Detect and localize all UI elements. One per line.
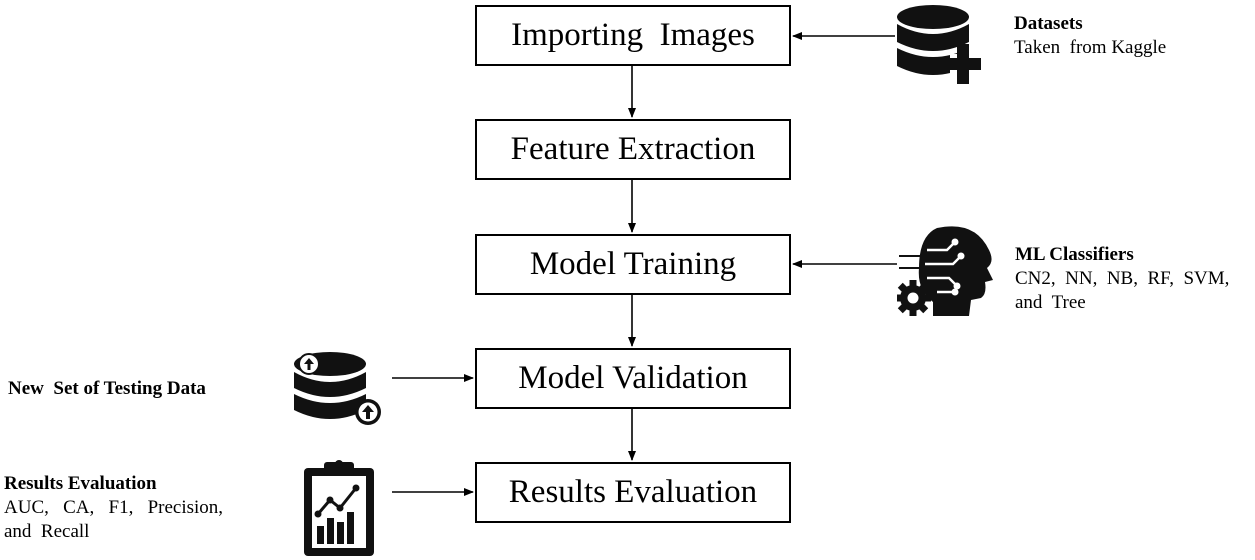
datasets-title: Datasets	[1014, 13, 1083, 34]
step-label: Feature Extraction	[510, 131, 756, 167]
step-results-evaluation: Results Evaluation	[475, 462, 791, 523]
step-model-validation: Model Validation	[475, 348, 791, 409]
ml-classifiers-detail-line1: CN2, NN, NB, RF, SVM,	[1015, 268, 1230, 289]
database-upload-icon	[294, 352, 381, 425]
database-plus-icon	[897, 5, 981, 84]
step-label: Results Evaluation	[508, 474, 758, 510]
results-detail-line2: and Recall	[4, 521, 90, 542]
step-model-training: Model Training	[475, 234, 791, 295]
step-label: Importing Images	[511, 17, 755, 53]
step-importing-images: Importing Images	[475, 5, 791, 66]
datasets-detail: Taken from Kaggle	[1014, 37, 1167, 58]
testing-data-title: New Set of Testing Data	[8, 378, 206, 399]
clipboard-chart-icon	[304, 460, 374, 556]
testing-data-annotation: New Set of Testing Data	[8, 378, 206, 400]
datasets-annotation: Datasets Taken from Kaggle	[1014, 12, 1166, 60]
ml-classifiers-title: ML Classifiers	[1015, 244, 1134, 265]
results-title: Results Evaluation	[4, 473, 157, 494]
results-detail-line1: AUC, CA, F1, Precision,	[4, 497, 224, 518]
ml-classifiers-detail-line2: and Tree	[1015, 292, 1086, 313]
results-annotation: Results Evaluation AUC, CA, F1, Precisio…	[4, 472, 289, 544]
step-label: Model Training	[529, 246, 737, 282]
ai-head-gear-icon	[897, 226, 993, 316]
step-feature-extraction: Feature Extraction	[475, 119, 791, 180]
ml-classifiers-annotation: ML Classifiers CN2, NN, NB, RF, SVM, and…	[1015, 243, 1255, 315]
step-label: Model Validation	[518, 360, 748, 396]
